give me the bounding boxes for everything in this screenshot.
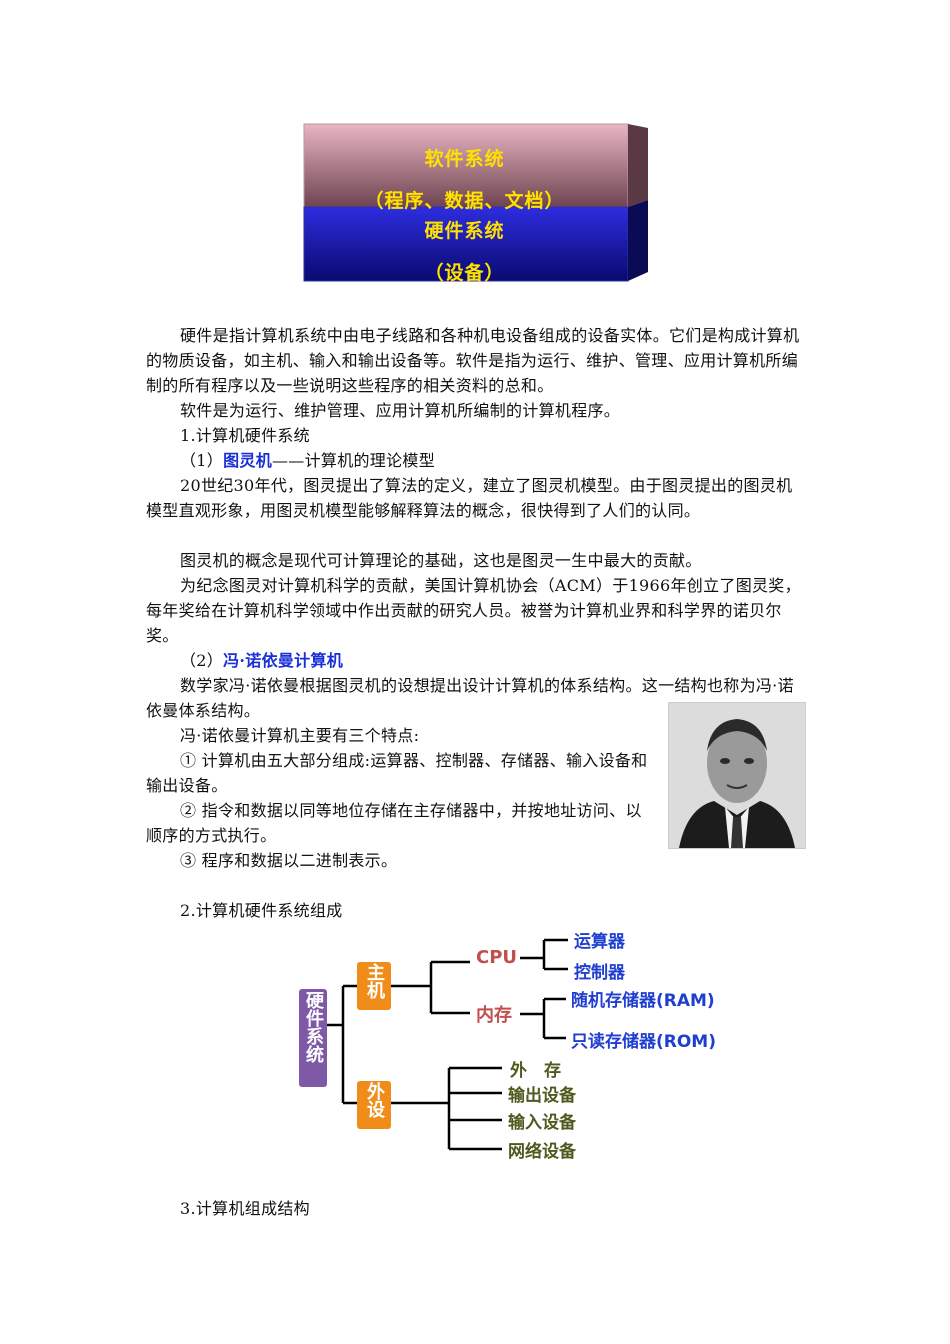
tree-leaf-alu: 运算器 [574,932,625,952]
software-layer-subtitle: （程序、数据、文档） [364,190,565,212]
paragraph-turing-award: 为纪念图灵对计算机科学的贡献，美国计算机协会（ACM）于1966年创立了图灵奖，… [146,576,801,645]
heading-turing-machine: （1）图灵机——计算机的理论模型 [146,448,806,473]
paragraph-hardware-software: 硬件是指计算机系统中由电子线路和各种机电设备组成的设备实体。它们是构成计算机的物… [146,326,800,395]
heading-hardware-system: 1.计算机硬件系统 [180,426,310,445]
heading-hardware-composition: 2.计算机硬件系统组成 [180,901,343,920]
tree-leaf-output-device: 输出设备 [508,1086,576,1106]
tree-node-cpu: CPU [476,947,518,968]
tree-node-peripheral-label: 外设 [364,1082,385,1118]
heading-prefix: （2） [180,651,224,670]
paragraph-software-definition: 软件是为运行、维护管理、应用计算机所编制的计算机程序。 [180,401,621,420]
heading-rest: ——计算机的理论模型 [272,451,436,470]
tree-leaf-rom: 只读存储器(ROM) [571,1032,716,1052]
system-layers-diagram: 软件系统 （程序、数据、文档） 硬件系统 （设备） [302,122,652,284]
tree-root-hardware-system: 硬件系统 [299,989,327,1087]
tree-leaf-ram: 随机存储器(RAM) [571,991,715,1011]
tree-leaf-input-device: 输入设备 [508,1113,576,1133]
paragraph-turing-history: 20世纪30年代，图灵提出了算法的定义，建立了图灵机模型。由于图灵提出的图灵机模… [146,476,793,520]
tree-node-peripheral: 外设 [357,1081,391,1129]
feature-item-1: ① 计算机由五大部分组成:运算器、控制器、存储器、输入设备和输出设备。 [146,751,648,795]
von-neumann-portrait [668,702,806,849]
paragraph-features-intro: 冯·诺依曼计算机主要有三个特点: [180,726,420,745]
tree-node-host-label: 主机 [364,963,385,999]
software-layer-title: 软件系统 [424,148,505,170]
tree-leaf-external-storage: 外 存 [510,1061,561,1081]
hardware-layer-subtitle: （设备） [424,262,505,284]
tree-root-label: 硬件系统 [303,991,324,1063]
tree-node-host: 主机 [357,962,391,1010]
feature-item-3: ③ 程序和数据以二进制表示。 [180,851,398,870]
paragraph-von-neumann-architecture: 数学家冯·诺依曼根据图灵机的设想提出设计计算机的体系结构。这一结构也称为冯·诺依… [146,676,794,720]
turing-machine-term: 图灵机 [223,451,272,470]
tree-leaf-controller: 控制器 [574,963,625,983]
feature-item-2: ② 指令和数据以同等地位存储在主存储器中，并按地址访问、以顺序的方式执行。 [146,801,642,845]
heading-von-neumann: （2）冯·诺依曼计算机 [146,648,806,673]
hardware-layer-title: 硬件系统 [424,220,505,242]
tree-node-memory: 内存 [476,1005,512,1026]
heading-prefix: （1） [180,451,224,470]
tree-leaf-network-device: 网络设备 [508,1142,576,1162]
paragraph-turing-contribution: 图灵机的概念是现代可计算理论的基础，这也是图灵一生中最大的贡献。 [180,551,702,570]
heading-computer-structure: 3.计算机组成结构 [180,1199,310,1218]
von-neumann-term: 冯·诺依曼计算机 [223,651,344,670]
